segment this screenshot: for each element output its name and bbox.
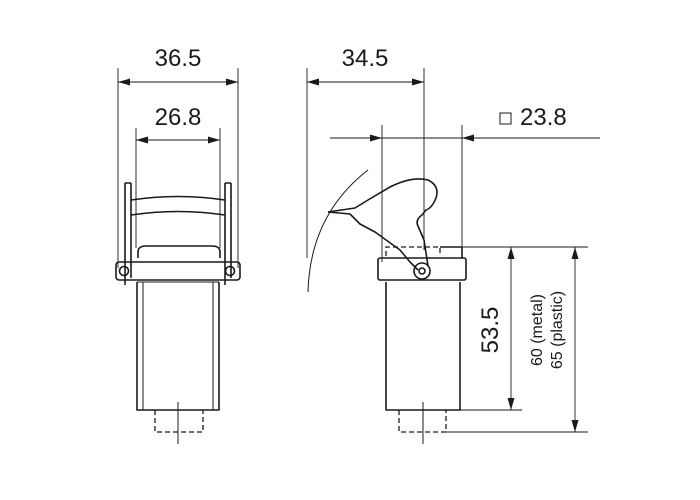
square-outline-icon (499, 112, 512, 125)
front-inner-width-label: 26.8 (155, 104, 202, 131)
front-outer-width-label: 36.5 (155, 45, 202, 72)
side-lever-width-label: 34.5 (342, 45, 389, 72)
front-view (115, 182, 241, 444)
height-plastic-label: 65 (plastic) (549, 291, 566, 369)
dimension-front-inner: 26.8 (135, 104, 221, 248)
square-size-label: 23.8 (520, 104, 567, 131)
side-view (307, 169, 467, 444)
dimension-front-outer: 36.5 (117, 45, 239, 268)
dimension-heights: 53.5 60 (metal) 65 (plastic) (446, 246, 588, 433)
body-height-label: 53.5 (477, 307, 504, 354)
dimension-side-lever: 34.5 (306, 45, 425, 258)
dimension-square: 23.8 (330, 104, 600, 262)
height-metal-label: 60 (metal) (529, 294, 546, 366)
